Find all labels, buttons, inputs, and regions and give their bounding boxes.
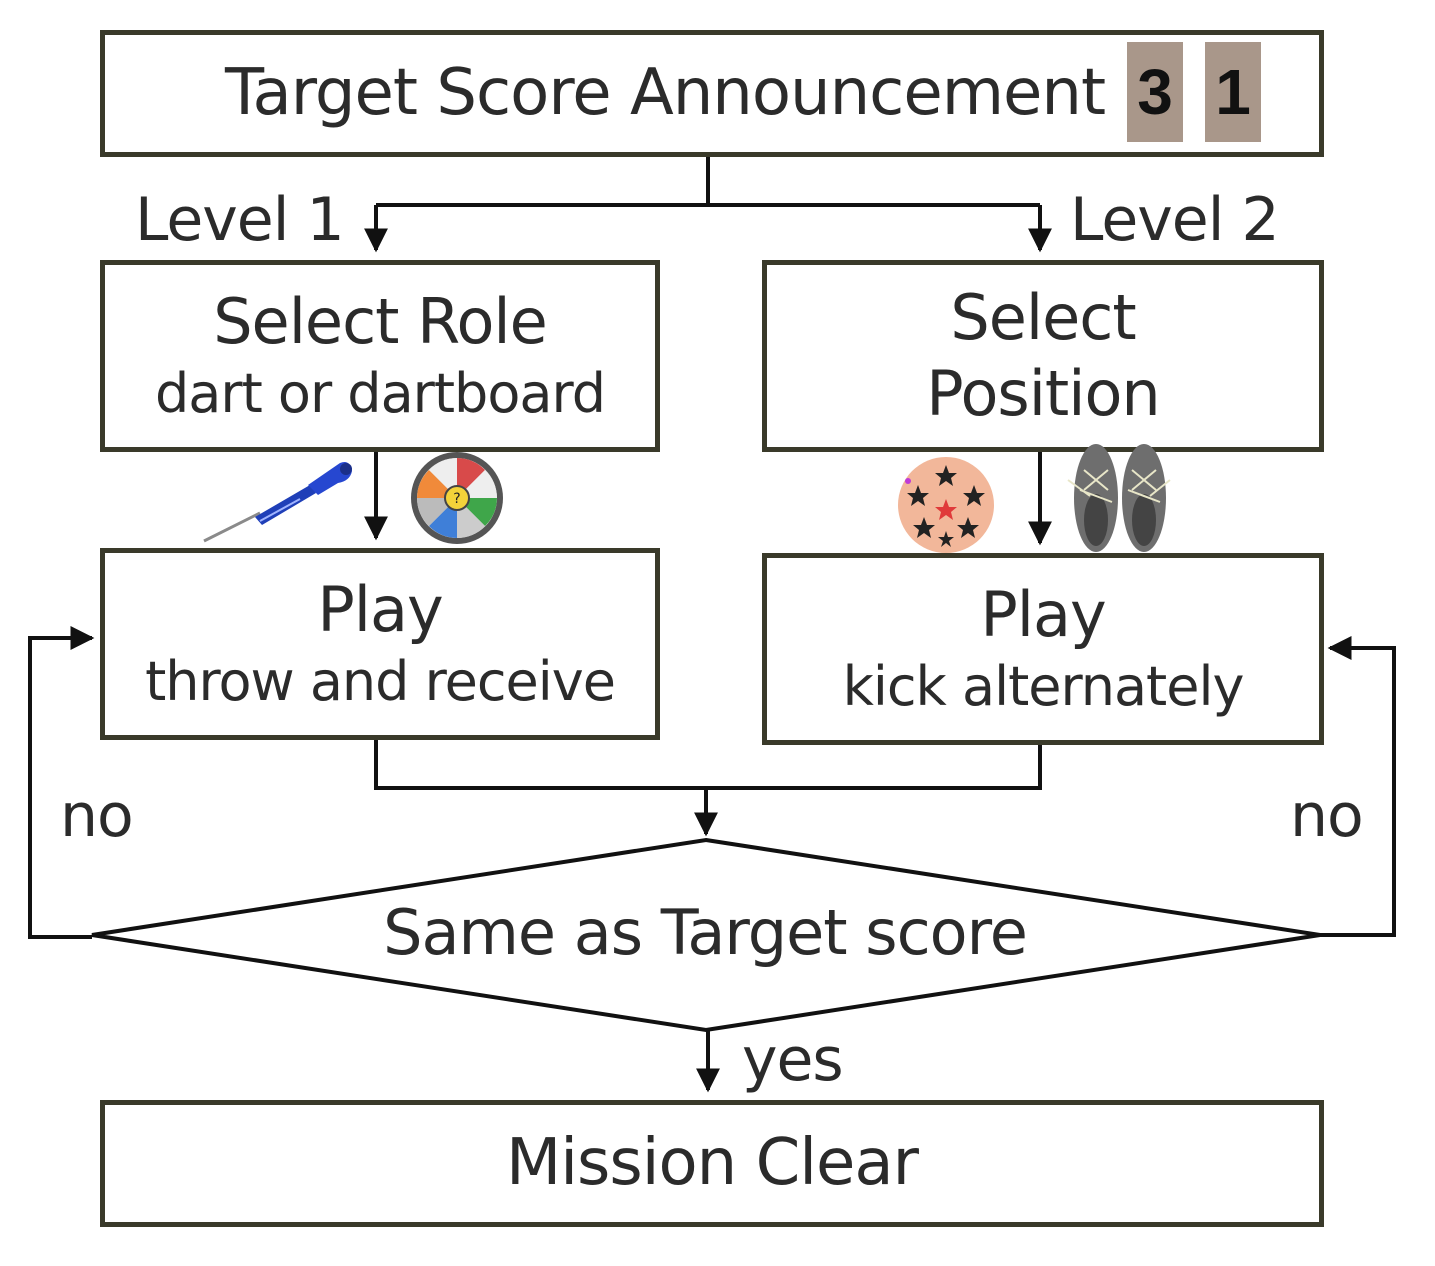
shoes-icon [1067,444,1171,552]
soccer-ball-icon [898,457,994,553]
connector-header-split [376,157,1040,207]
connector-play-merge [374,740,1042,790]
loop-no-right [1320,636,1396,937]
level-1-label: Level 1 [135,185,345,255]
select-position-box: Select Position [762,260,1324,452]
svg-text:?: ? [453,491,460,507]
select-role-subtitle: dart or dartboard [155,362,606,426]
play-kick-subtitle: kick alternately [842,655,1245,719]
target-score-box: Target Score Announcement [100,30,1324,157]
target-digit-1: 3 [1127,42,1183,142]
play-throw-title: Play [317,573,443,647]
level-2-label: Level 2 [1070,185,1280,255]
decision-text: Same as Target score [383,896,1028,969]
dartboard-icon: ? [411,452,503,544]
select-role-box: Select Role dart or dartboard [100,260,660,452]
no-label-left: no [60,781,134,851]
dart-icon [203,462,352,543]
select-role-title: Select Role [213,285,548,359]
play-throw-box: Play throw and receive [100,548,660,740]
no-label-right: no [1290,781,1364,851]
play-throw-subtitle: throw and receive [145,650,616,714]
select-position-title-line1: Select [950,281,1136,355]
mission-clear-text: Mission Clear [506,1126,919,1201]
target-score-title: Target Score Announcement [225,56,1106,131]
play-kick-title: Play [980,578,1106,652]
target-digit-2: 1 [1205,42,1261,142]
select-position-title-line2: Position [926,357,1160,430]
loop-no-left [28,626,95,939]
play-kick-box: Play kick alternately [762,553,1324,745]
yes-label: yes [742,1025,844,1095]
mission-clear-box: Mission Clear [100,1100,1324,1227]
